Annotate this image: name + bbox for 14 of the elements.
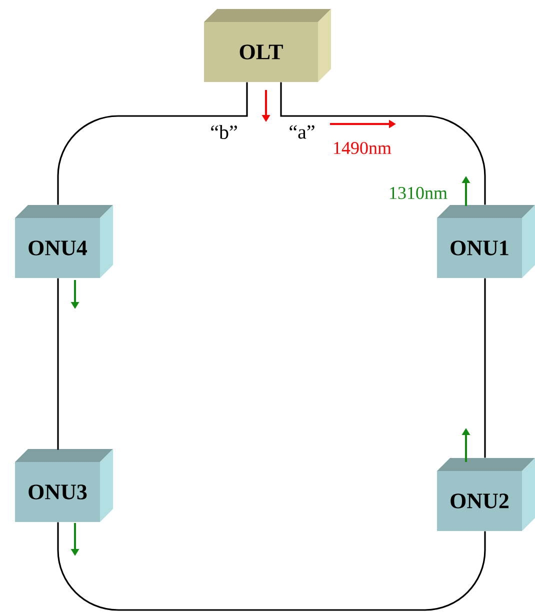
- device-box: ONU1: [437, 205, 535, 278]
- wavelength-label: 1310nm: [390, 186, 448, 200]
- edge-label: “b”: [209, 124, 239, 140]
- device-box: ONU3: [15, 449, 113, 522]
- fiber-line: [57, 82, 248, 205]
- device-box: ONU2: [437, 458, 535, 531]
- fiber-line: [484, 278, 486, 458]
- fiber-line: [280, 82, 486, 205]
- fiber-line: [57, 278, 59, 450]
- wavelength-label: 1490nm: [334, 142, 392, 154]
- device-box: ONU4: [15, 205, 113, 278]
- fiber-line: [57, 522, 486, 611]
- device-box: OLT: [204, 9, 331, 82]
- edge-label: “a”: [288, 124, 316, 140]
